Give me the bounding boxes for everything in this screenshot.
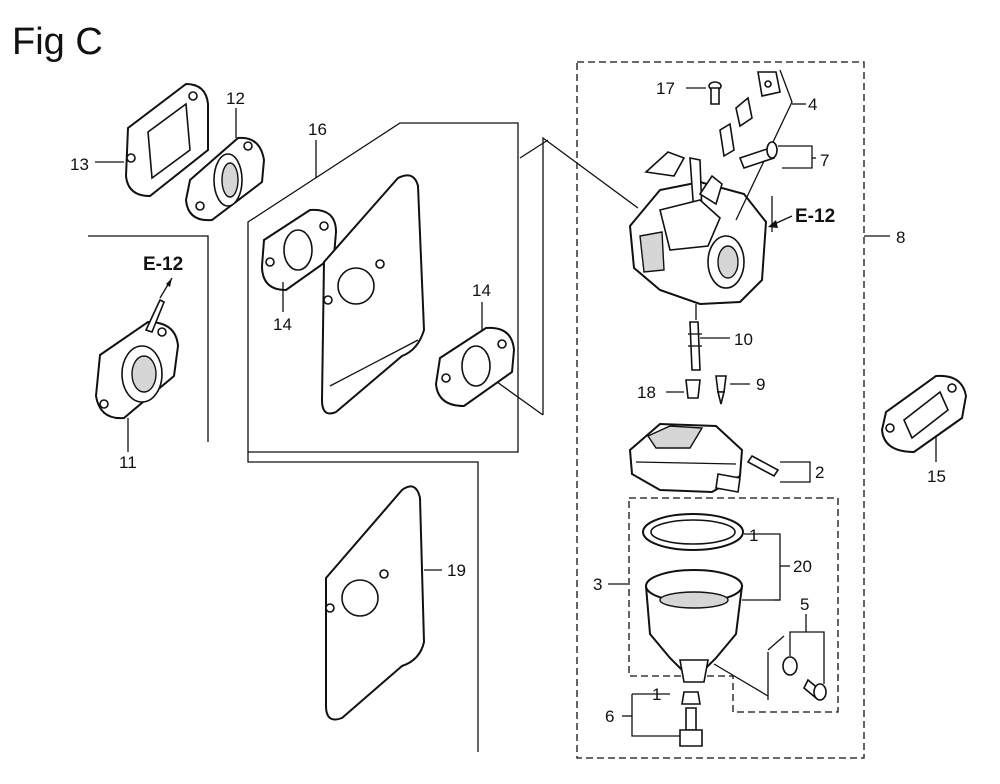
part-7-screw bbox=[738, 141, 816, 169]
callout-6: 6 bbox=[605, 707, 614, 726]
callout-2: 2 bbox=[815, 463, 824, 482]
callout-17: 17 bbox=[656, 79, 675, 98]
callout-19: 19 bbox=[447, 561, 466, 580]
callout-11: 11 bbox=[119, 453, 137, 472]
part-float bbox=[628, 422, 811, 494]
link-line-short bbox=[519, 139, 549, 159]
ref-e12-right: E-12 bbox=[795, 206, 835, 227]
callout-13: 13 bbox=[70, 155, 89, 174]
callout-16: 16 bbox=[308, 120, 327, 139]
callout-8: 8 bbox=[896, 228, 905, 247]
part-10-jet bbox=[688, 321, 730, 371]
part-1-o-ring bbox=[642, 513, 774, 551]
bracket-11-frame bbox=[88, 235, 209, 442]
part-18-jet bbox=[666, 379, 701, 399]
part-4-link bbox=[719, 69, 806, 221]
callout-18: 18 bbox=[637, 383, 656, 402]
group-frames bbox=[88, 61, 865, 759]
callout-4: 4 bbox=[808, 95, 817, 114]
callout-14-left: 14 bbox=[273, 315, 292, 334]
callout-14-right: 14 bbox=[472, 281, 491, 300]
part-14-gasket-left bbox=[260, 208, 338, 312]
callout-1-upper: 1 bbox=[749, 526, 758, 545]
link-line-lower bbox=[496, 381, 544, 416]
carburetor-body bbox=[628, 151, 768, 320]
bracket-20 bbox=[774, 533, 781, 601]
ref-e12-left: E-12 bbox=[143, 254, 183, 275]
group-19-frame bbox=[247, 452, 479, 752]
link-line-upper bbox=[542, 136, 639, 415]
part-6-drain-bolt bbox=[622, 691, 703, 747]
callout-15: 15 bbox=[927, 467, 946, 486]
callout-12: 12 bbox=[226, 89, 245, 108]
float-chamber-frame bbox=[628, 497, 839, 713]
part-5-screw bbox=[767, 614, 827, 701]
figure-title: Fig C bbox=[12, 21, 103, 63]
group-16-frame bbox=[247, 122, 519, 453]
part-float-chamber bbox=[644, 569, 780, 697]
carburetor-assembly-frame bbox=[576, 61, 865, 759]
callout-9: 9 bbox=[756, 375, 765, 394]
part-16-plate bbox=[320, 174, 426, 415]
callout-labels: 13 12 E-12 11 16 14 14 19 15 17 4 7 E-12… bbox=[70, 79, 946, 726]
part-17-screw bbox=[686, 81, 722, 105]
part-11-insulator bbox=[94, 277, 180, 452]
callout-10: 10 bbox=[734, 330, 753, 349]
callout-7: 7 bbox=[820, 151, 829, 170]
callout-20: 20 bbox=[793, 557, 812, 576]
part-15-gasket bbox=[880, 374, 968, 462]
part-12-flange bbox=[184, 108, 266, 222]
callout-3: 3 bbox=[593, 575, 602, 594]
part-14-gasket-right bbox=[434, 302, 516, 408]
part-13-gasket bbox=[95, 82, 209, 198]
part-9-valve bbox=[715, 375, 750, 405]
part-19-plate bbox=[325, 485, 442, 721]
e12-right-arrow bbox=[768, 196, 793, 232]
callout-1-lower: 1 bbox=[652, 685, 661, 704]
callout-5: 5 bbox=[800, 595, 809, 614]
